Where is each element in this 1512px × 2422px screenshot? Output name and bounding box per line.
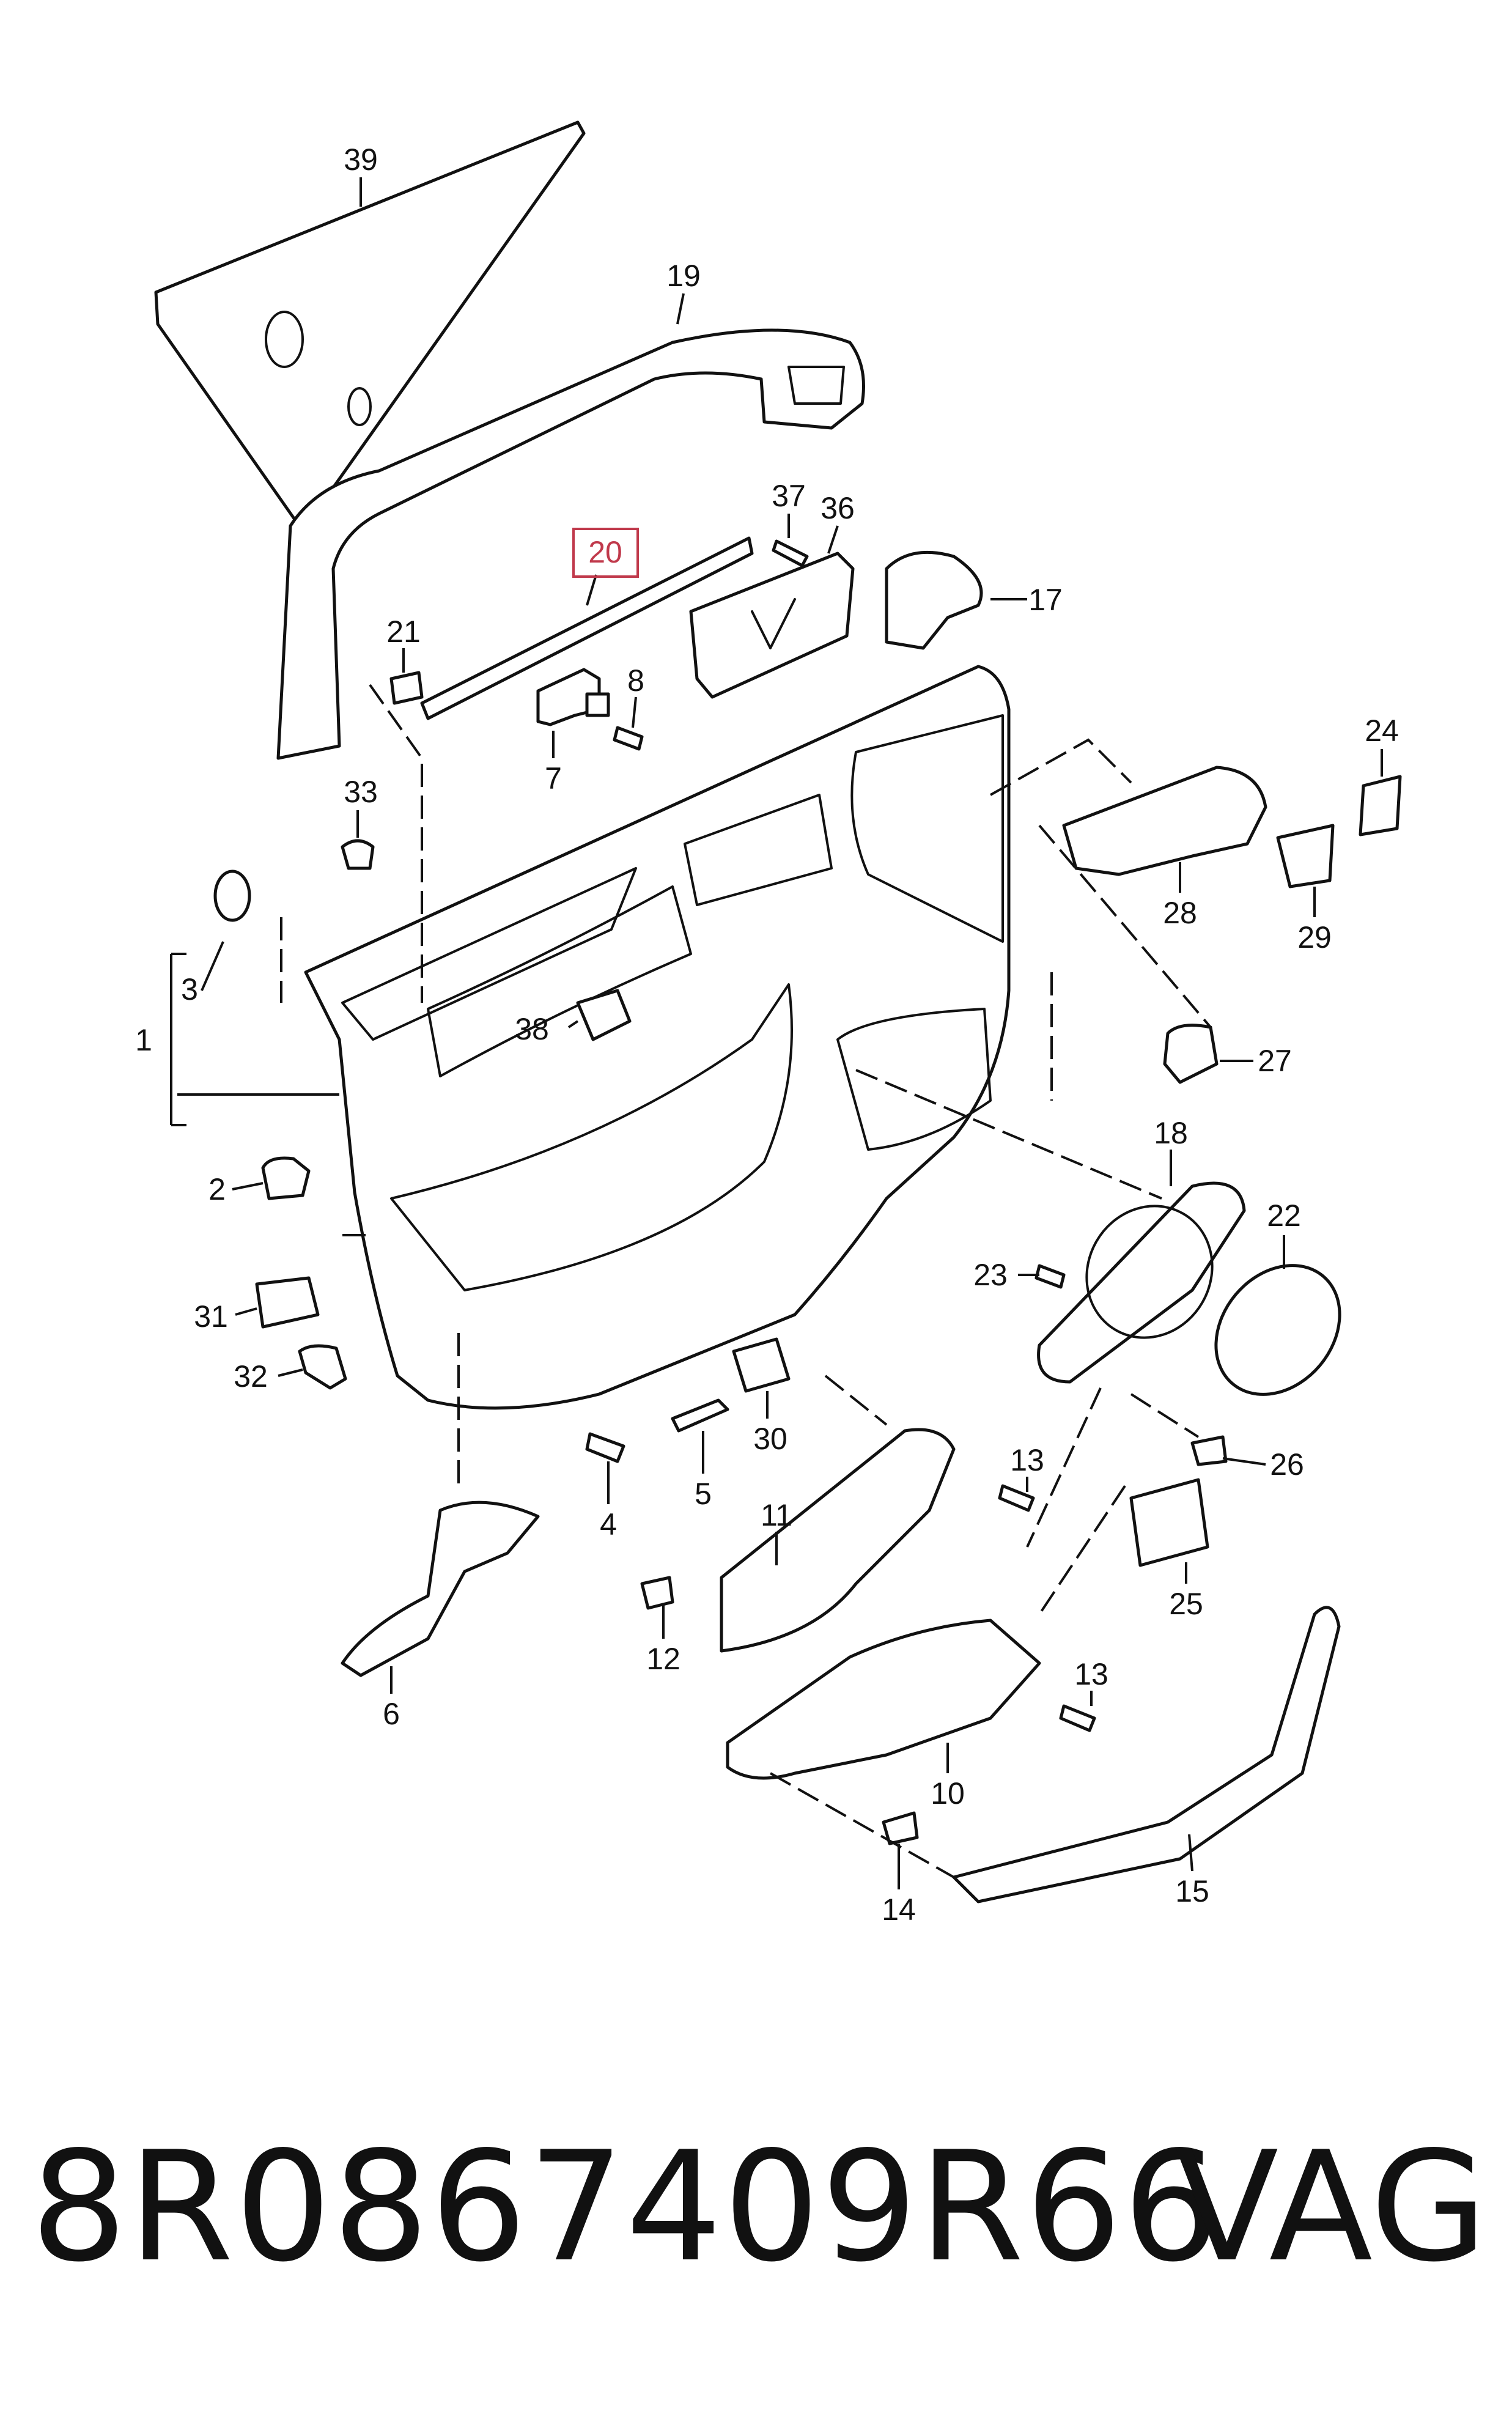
callout-28: 28 xyxy=(1163,896,1197,930)
callout-2: 2 xyxy=(208,1172,226,1206)
part-11-armrest-trim xyxy=(720,1428,956,1653)
part-30-connector xyxy=(732,1337,791,1393)
part-2-plug xyxy=(261,1156,311,1200)
callout-12: 12 xyxy=(646,1642,680,1676)
part-26-button xyxy=(1190,1435,1228,1466)
part-12-clip xyxy=(640,1576,674,1610)
part-6-door-pocket xyxy=(341,1501,540,1677)
part-20-trim-strip xyxy=(420,536,754,720)
callout-18: 18 xyxy=(1154,1116,1188,1150)
callout-10: 10 xyxy=(931,1776,965,1811)
callout-labels: 39 19 37 36 20 17 21 8 7 33 24 28 29 3 1… xyxy=(135,142,1399,1927)
part-32-cover xyxy=(298,1344,347,1390)
callout-20: 20 xyxy=(588,535,622,569)
callout-14: 14 xyxy=(882,1892,916,1927)
part-29-switch xyxy=(1276,824,1335,888)
part-28-door-handle xyxy=(1062,766,1267,876)
brand-name: VAG xyxy=(1175,2119,1488,2295)
part-10-armrest xyxy=(726,1619,1041,1780)
part-25-window-switch xyxy=(1129,1478,1209,1567)
callout-39: 39 xyxy=(344,142,378,177)
leader-lines xyxy=(170,177,1383,1889)
callout-32: 32 xyxy=(234,1359,268,1394)
callout-7: 7 xyxy=(545,761,562,796)
callout-37: 37 xyxy=(772,479,806,513)
callout-38: 38 xyxy=(515,1012,549,1046)
callout-27: 27 xyxy=(1258,1044,1292,1078)
part-14-clip xyxy=(882,1811,919,1845)
part-13-screw-lower xyxy=(1059,1704,1096,1732)
callout-36: 36 xyxy=(821,491,855,525)
callout-23: 23 xyxy=(973,1258,1008,1292)
callout-20-highlight-box xyxy=(572,528,639,578)
part-33-clip xyxy=(341,839,375,870)
part-31-switch xyxy=(255,1276,320,1329)
part-1-door-trim-panel xyxy=(304,665,1011,1410)
part-22-speaker-cover xyxy=(1214,1264,1341,1396)
caption-footer: 8R0867409R66 VAG xyxy=(0,2116,1512,2299)
callout-11: 11 xyxy=(761,1498,792,1532)
part-21-clip xyxy=(389,671,424,705)
part-4-screw xyxy=(585,1432,625,1463)
part-36-bracket xyxy=(689,552,855,699)
callout-1: 1 xyxy=(135,1023,152,1057)
part-number: 8R0867409R66 xyxy=(31,2119,1221,2295)
part-5-label xyxy=(671,1398,729,1433)
callout-26: 26 xyxy=(1270,1447,1304,1482)
part-13-screw-upper xyxy=(998,1484,1035,1512)
part-24-cap xyxy=(1359,775,1402,836)
part-38-cover xyxy=(576,989,632,1041)
part-8-screw xyxy=(613,726,644,751)
callout-6: 6 xyxy=(383,1697,400,1731)
callout-21: 21 xyxy=(386,615,421,649)
callout-5: 5 xyxy=(695,1477,712,1511)
callout-17: 17 xyxy=(1028,583,1063,617)
callout-24: 24 xyxy=(1365,714,1399,748)
exploded-parts-diagram: 39 19 37 36 20 17 21 8 7 33 24 28 29 3 1… xyxy=(135,120,1402,1927)
callout-19: 19 xyxy=(666,259,701,293)
part-3-clip xyxy=(213,869,251,922)
callout-4: 4 xyxy=(600,1507,617,1541)
part-17-cover-cap xyxy=(885,550,983,650)
callout-22: 22 xyxy=(1267,1198,1301,1233)
callout-29: 29 xyxy=(1297,920,1332,954)
callout-15: 15 xyxy=(1175,1874,1209,1908)
callout-30: 30 xyxy=(753,1422,787,1456)
callout-13-lower: 13 xyxy=(1074,1657,1108,1691)
part-19-window-trim xyxy=(276,328,865,760)
part-15-trim-strip xyxy=(952,1606,1341,1903)
callout-25: 25 xyxy=(1169,1587,1203,1621)
callout-33: 33 xyxy=(344,775,378,809)
part-37-screw xyxy=(772,539,809,567)
part-39-sound-insulation xyxy=(154,120,586,533)
assembly-lines xyxy=(280,684,1212,1878)
part-27-trim xyxy=(1163,1024,1219,1084)
callout-31: 31 xyxy=(194,1299,228,1334)
part-18-speaker-trim xyxy=(1037,1181,1246,1384)
part-7-holder xyxy=(536,668,610,726)
part-23-screw xyxy=(1034,1264,1066,1289)
callout-8: 8 xyxy=(627,663,644,698)
callout-3: 3 xyxy=(181,972,198,1006)
callout-13-upper: 13 xyxy=(1010,1443,1044,1477)
